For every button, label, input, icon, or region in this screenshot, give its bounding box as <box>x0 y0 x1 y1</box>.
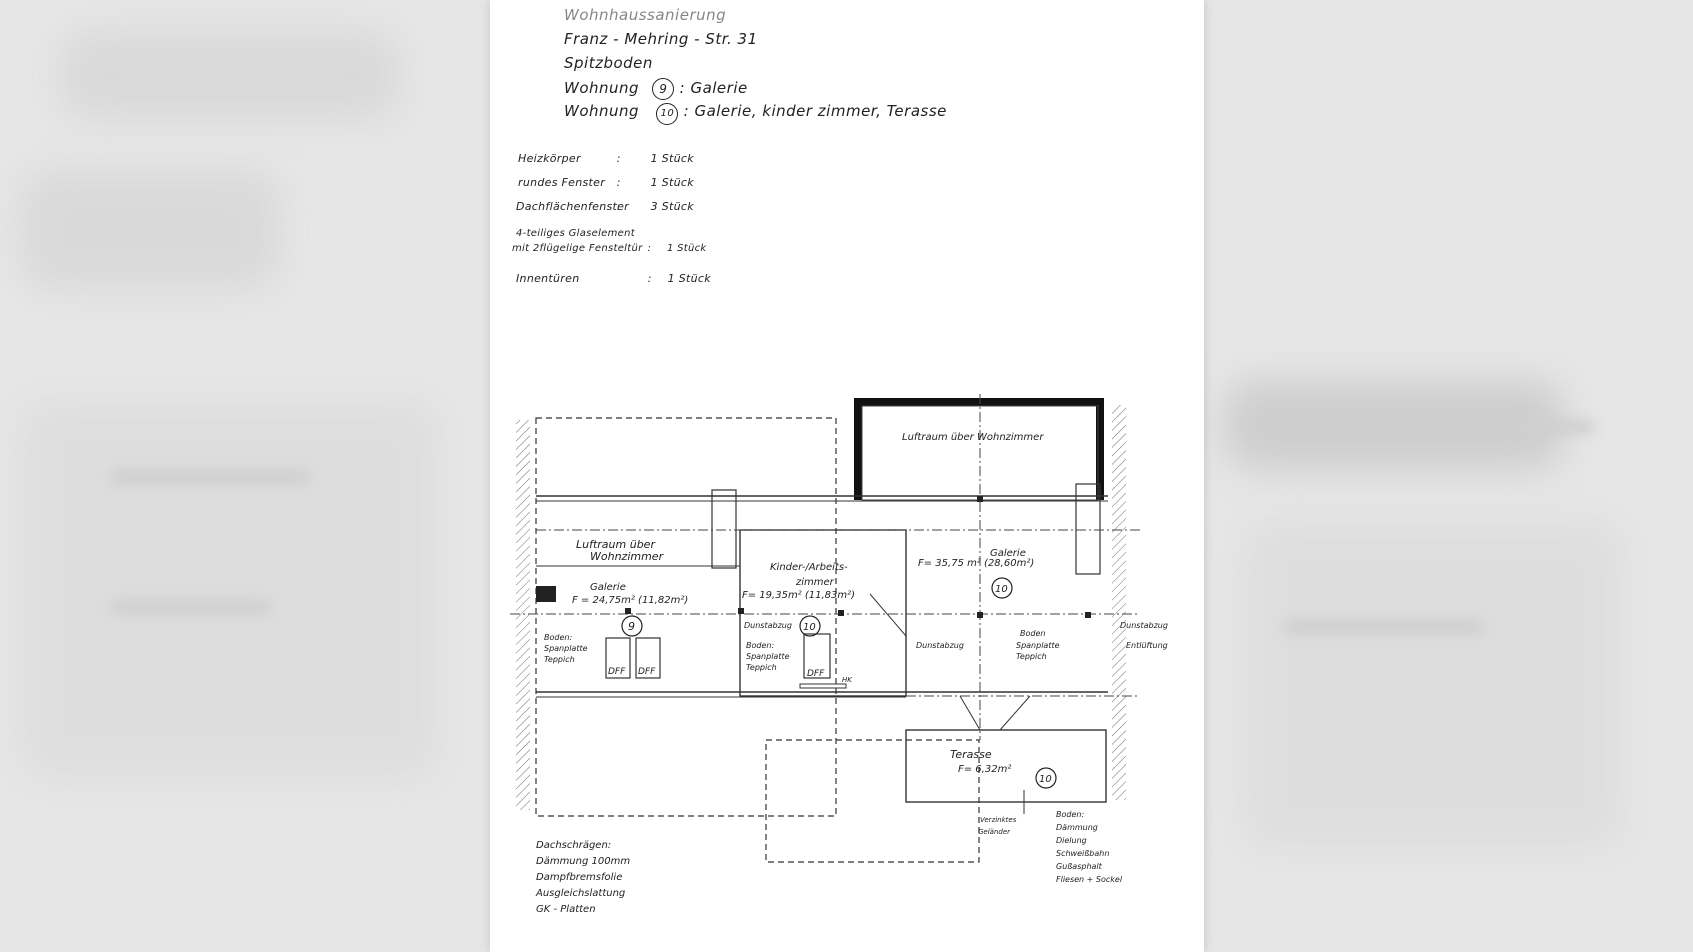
galerie9-floor: Spanplatte <box>544 644 588 653</box>
inventory-row: Dachflächenfenster : 3 Stück <box>516 200 694 213</box>
column-marker <box>738 608 744 614</box>
galerie9-area: F = 24,75m² (11,82m²) <box>572 595 688 606</box>
roof-slope-notes: Dachschrägen: Dämmung 100mm Dampfbremsfo… <box>536 840 631 915</box>
galerie10-title: Galerie <box>990 548 1026 559</box>
gelaender-label: Verzinktes <box>980 816 1017 824</box>
blur-line <box>1284 620 1484 634</box>
terasse-area: F= 6,32m² <box>958 764 1011 775</box>
notes-title: Dachschrägen: <box>536 840 612 851</box>
galerie9-floor: Teppich <box>544 655 575 664</box>
floor-plan: Luftraum über Wohnzimmer Luftraum über W… <box>510 394 1168 863</box>
inventory-row: 4-teiliges Glaselement <box>516 228 635 239</box>
header-floor: Spitzboden <box>564 54 653 72</box>
galerie10-number: 10 <box>995 584 1008 595</box>
kinder-number-circle <box>799 615 821 637</box>
blur-line <box>110 470 310 484</box>
dunstabzug-label: Dunstabzug <box>744 621 792 630</box>
apt9-number-circle: 9 <box>652 78 675 100</box>
dff-label: DFF <box>608 667 626 677</box>
kinder-title: zimmer <box>795 577 835 588</box>
galerie10-floor: Teppich <box>1016 652 1047 661</box>
luftraum-left-label: Luftraum über <box>576 538 656 551</box>
left-stair <box>711 489 737 569</box>
kinder-floor: Teppich <box>746 663 777 672</box>
heater-line <box>799 683 847 689</box>
entlueftung-label: Entlüftung <box>1126 641 1168 650</box>
inventory-row: Innentüren : 1 Stück <box>516 272 711 285</box>
inventory-row: Heizkörper : 1 Stück <box>518 152 694 165</box>
blur-line <box>1464 420 1594 434</box>
blur-shape <box>20 170 280 290</box>
galerie10-floor: Spanplatte <box>1016 641 1060 650</box>
galerie9-floor: Boden: <box>544 633 572 642</box>
leader-line <box>869 593 907 637</box>
dff-window <box>605 637 631 679</box>
scanned-document-page: Wohnhaussanierung Franz - Mehring - Str.… <box>490 0 1204 952</box>
luftraum-left-label: Wohnzimmer <box>590 550 665 563</box>
blurred-background-right <box>1204 0 1693 952</box>
blurred-background-left <box>0 0 490 952</box>
terasse-room <box>905 729 1107 803</box>
kinder-area: F= 19,35m² (11,83m²) <box>742 590 855 601</box>
lower-dashed-outline <box>765 739 980 863</box>
galerie10-area: F= 35,75 m² (28,60m²) <box>918 558 1034 569</box>
right-stair <box>1075 483 1101 575</box>
inventory-row: mit 2flügelige Fensteltür : 1 Stück <box>512 243 707 254</box>
blur-shape <box>20 400 440 780</box>
kinder-title: Kinder-/Arbeits- <box>770 562 848 573</box>
floor-build-up-notes: Boden: Dämmung Dielung Schweißbahn Gußas… <box>1056 810 1123 884</box>
dunstabzug-right-label: Dunstabzug <box>1120 621 1168 630</box>
right-roof-hatch <box>1112 405 1126 800</box>
blur-line <box>110 600 270 614</box>
column-marker <box>977 496 983 502</box>
galerie9-title: Galerie <box>590 582 626 593</box>
left-roof-hatch <box>516 420 530 810</box>
luftraum-wohn-heavy-wall <box>854 398 1104 500</box>
heater-block <box>536 586 556 602</box>
terasse-number: 10 <box>1039 774 1052 785</box>
apt9-text: : Galerie <box>679 79 748 97</box>
luftraum-wohn-label: Luftraum über Wohnzimmer <box>902 432 1044 443</box>
terasse-number-circle <box>1035 767 1057 789</box>
header-apt9: Wohnung 9 : Galerie <box>564 78 748 100</box>
apt9-prefix: Wohnung <box>564 79 640 97</box>
header-address: Franz - Mehring - Str. 31 <box>564 30 758 48</box>
apt10-text: : Galerie, kinder zimmer, Terasse <box>683 102 947 120</box>
blur-shape <box>1244 520 1624 850</box>
column-marker <box>625 608 631 614</box>
header-apt10: Wohnung 10 : Galerie, kinder zimmer, Ter… <box>564 102 947 125</box>
column-marker <box>1085 612 1091 618</box>
dff-label: DFF <box>638 667 656 677</box>
dff-window <box>803 633 831 679</box>
hk-label: HK <box>842 676 853 684</box>
glass-element-line <box>959 695 981 731</box>
kinder-floor: Boden: <box>746 641 774 650</box>
kinder-floor: Spanplatte <box>746 652 790 661</box>
apt10-number-circle: 10 <box>656 103 679 125</box>
galerie9-number-circle <box>621 615 643 637</box>
gelaender-label: Geländer <box>978 828 1011 836</box>
notes-title: Boden: <box>1056 810 1085 819</box>
header-top-line: Wohnhaussanierung <box>564 6 727 24</box>
galerie10-floor: Boden <box>1020 629 1045 638</box>
dunstabzug-label: Dunstabzug <box>916 641 964 650</box>
galerie10-number-circle <box>991 577 1013 599</box>
apt10-prefix: Wohnung <box>564 102 640 120</box>
column-marker <box>838 610 844 616</box>
outer-dashed-outline <box>535 417 837 817</box>
dff-window <box>635 637 661 679</box>
blur-shape <box>60 30 400 120</box>
inventory-row: rundes Fenster : 1 Stück <box>518 176 694 189</box>
glass-element-line <box>999 695 1031 731</box>
column-marker <box>977 612 983 618</box>
kinder-number: 10 <box>803 622 816 633</box>
terasse-title: Terasse <box>950 748 992 761</box>
dff-label: DFF <box>807 669 825 679</box>
galerie9-number: 9 <box>628 620 635 633</box>
